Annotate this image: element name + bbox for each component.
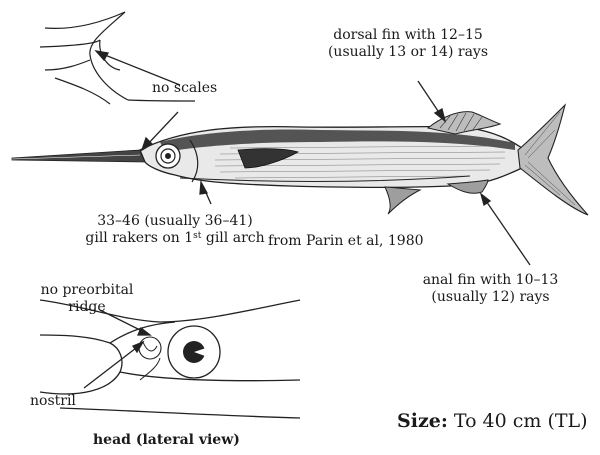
gill-line2-post: gill arch <box>201 230 264 246</box>
fish-beak <box>12 150 145 162</box>
label-no-scales: no scales <box>152 80 217 97</box>
label-anal-line1: anal fin with 10–13 <box>388 272 593 289</box>
label-dorsal-line1: dorsal fin with 12–15 <box>308 27 508 44</box>
size-info: Size: To 40 cm (TL) <box>397 410 588 432</box>
label-source: from Parin et al, 1980 <box>268 233 424 250</box>
label-anal-fin: anal fin with 10–13 (usually 12) rays <box>388 272 593 306</box>
size-value: To 40 cm (TL) <box>448 410 588 432</box>
size-label: Size: <box>397 410 448 432</box>
label-anal-line2: (usually 12) rays <box>388 289 593 306</box>
gill-line2-pre: gill rakers on 1 <box>85 230 193 246</box>
label-nostril: nostril <box>30 393 76 410</box>
label-gill-line1: 33–46 (usually 36–41) <box>60 213 290 230</box>
fish-drawing <box>12 105 588 215</box>
label-gill-rakers: 33–46 (usually 36–41) gill rakers on 1st… <box>60 213 290 247</box>
label-preorbital-line2: ridge <box>22 299 152 316</box>
head-caption: head (lateral view) <box>93 432 240 449</box>
head-inset <box>40 300 300 418</box>
label-preorbital: no preorbital ridge <box>22 282 152 316</box>
pelvic-fin <box>385 187 420 214</box>
label-preorbital-line1: no preorbital <box>22 282 152 299</box>
gill-line2-sup: st <box>193 231 201 241</box>
caudal-fin <box>518 105 588 215</box>
label-gill-line2: gill rakers on 1st gill arch <box>60 230 290 247</box>
label-dorsal-line2: (usually 13 or 14) rays <box>308 44 508 61</box>
label-dorsal-fin: dorsal fin with 12–15 (usually 13 or 14)… <box>308 27 508 61</box>
